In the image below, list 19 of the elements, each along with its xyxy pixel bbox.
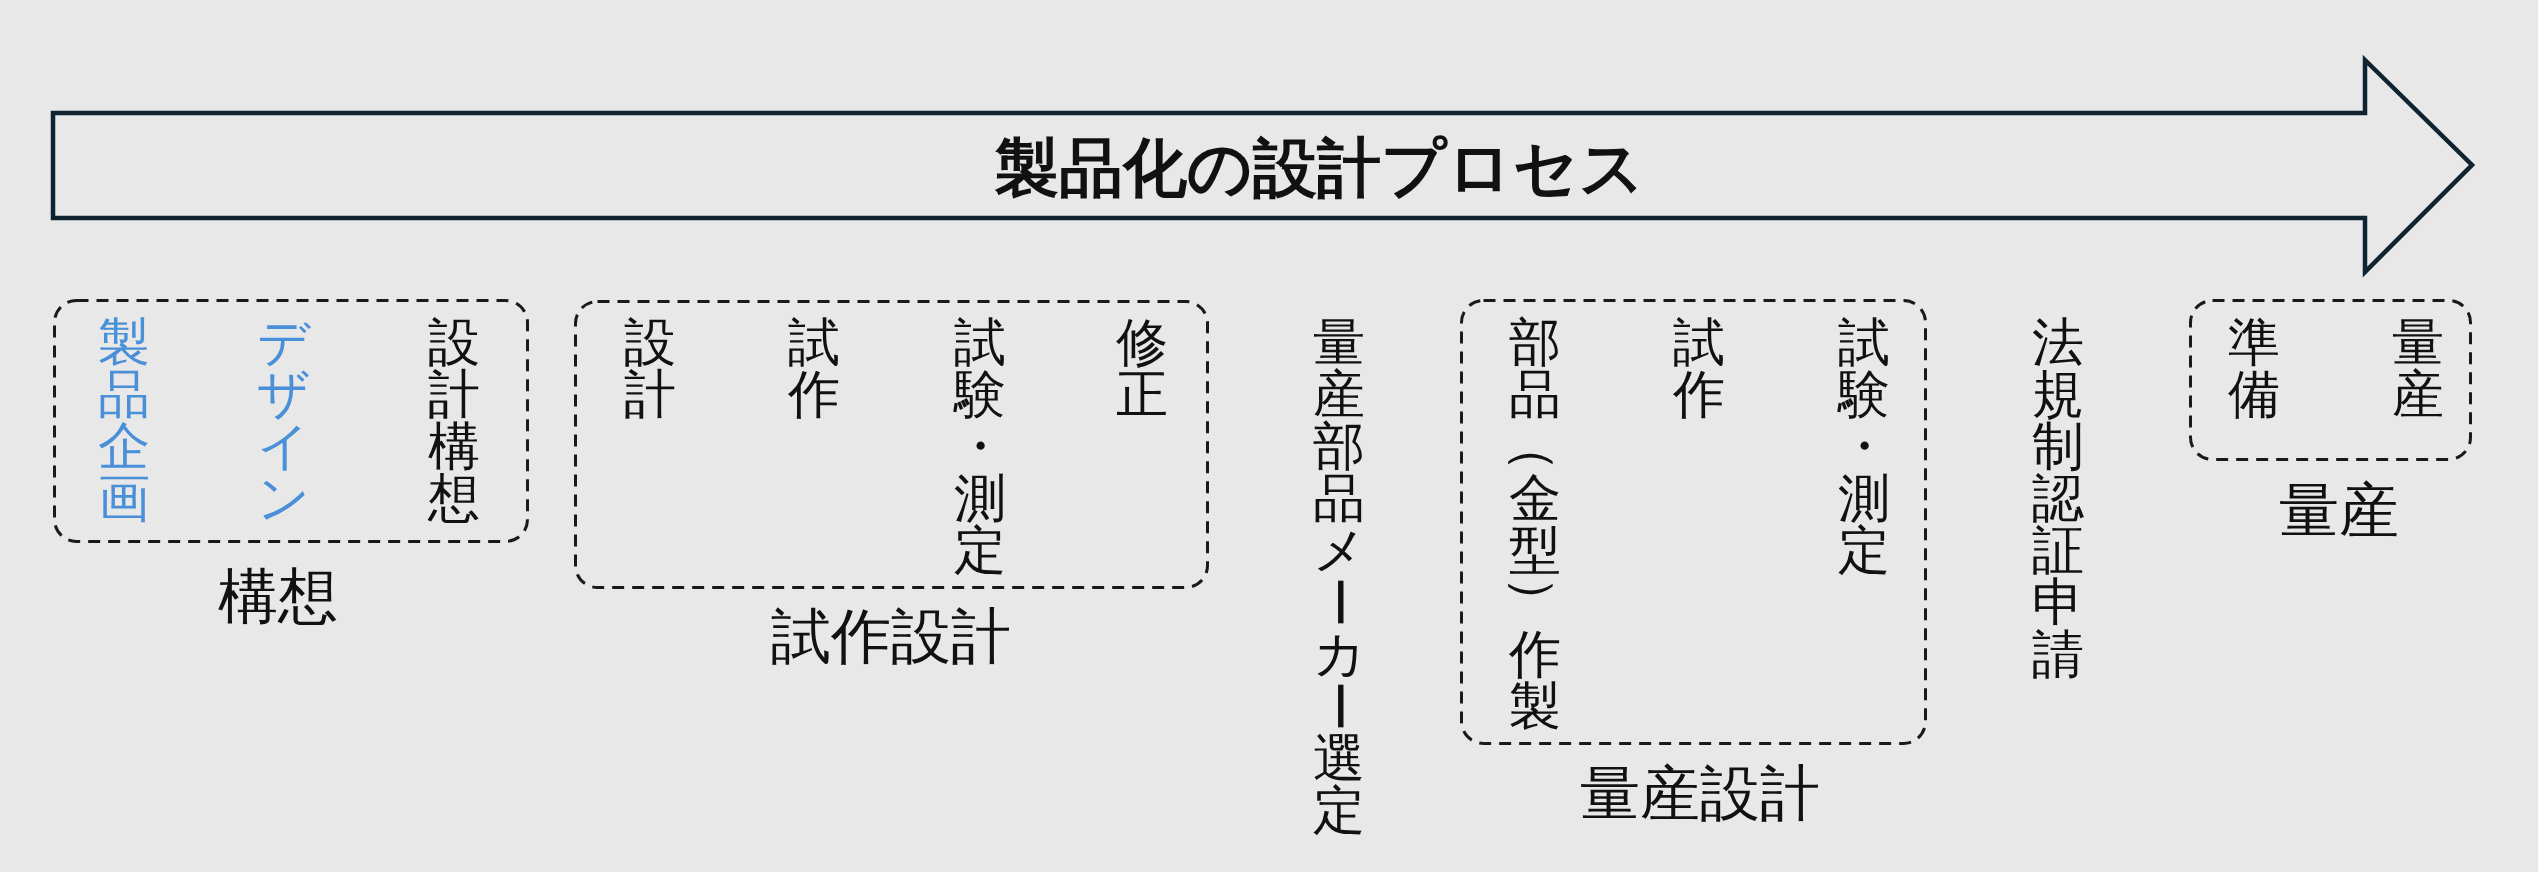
step-label: 準備 <box>2228 316 2280 420</box>
group-label: 試作設計 <box>771 606 1011 666</box>
group-label: 量産設計 <box>1580 763 1820 823</box>
step-label: デザイン <box>257 316 309 524</box>
step-label: 修正 <box>1116 316 1168 420</box>
group-label: 構想 <box>218 566 338 626</box>
step-label: 製品企画 <box>98 316 150 524</box>
step-label: 試験・測定 <box>954 316 1006 576</box>
step-label: 設計 <box>624 316 676 420</box>
arrow-title: 製品化の設計プロセス <box>995 136 1645 200</box>
step-label: 法規制認証申請 <box>2032 316 2084 680</box>
step-label: 量産 <box>2392 316 2444 420</box>
step-label: 試作 <box>788 316 840 420</box>
step-label: 試作 <box>1673 316 1725 420</box>
step-label: 部品（金型）作製 <box>1509 316 1561 732</box>
step-label: 試験・測定 <box>1838 316 1890 576</box>
step-label: 設計構想 <box>428 316 480 524</box>
step-label: 量産部品メーカー選定 <box>1313 316 1365 836</box>
group-label: 量産 <box>2279 480 2399 540</box>
